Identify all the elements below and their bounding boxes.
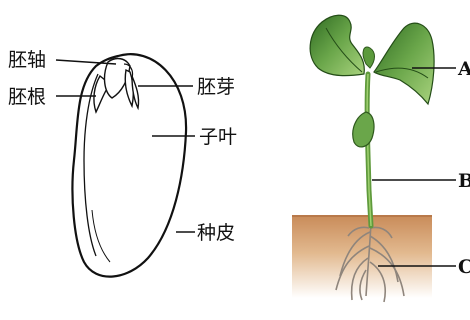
label-B: B (458, 170, 470, 192)
label-seed-coat: 种皮 (197, 222, 235, 244)
soil (292, 216, 432, 298)
label-A: A (457, 58, 470, 80)
label-hypocotyl: 胚轴 (8, 49, 46, 71)
bud-leaf (363, 47, 374, 68)
label-plumule: 胚芽 (197, 76, 235, 98)
label-C: C (458, 256, 470, 278)
cotyledon-on-stem (353, 112, 374, 147)
label-cotyledon: 子叶 (199, 126, 237, 148)
bean-seed (72, 54, 186, 276)
leaf-right (374, 23, 434, 104)
bean-seedling (292, 15, 434, 302)
label-radicle: 胚根 (8, 86, 46, 108)
